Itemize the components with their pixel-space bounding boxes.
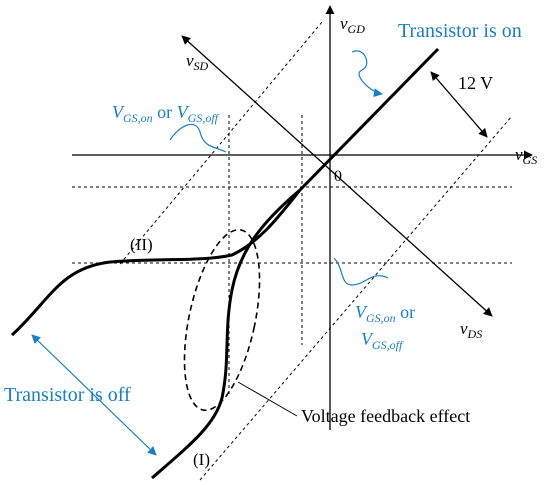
transistor-on-label: Transistor is on (398, 20, 522, 42)
off-indicator-arrow (31, 334, 157, 456)
on-indicator-arrow (351, 50, 383, 98)
threshold-label-lower-line2: VGS,off (361, 329, 404, 352)
feedback-ellipse (183, 228, 261, 412)
transistor-off-label: Transistor is off (4, 384, 131, 406)
vgd-axis-label: vGD (340, 14, 365, 36)
lower-threshold-pointer (333, 257, 389, 286)
feedback-label: Voltage feedback effect (301, 406, 470, 426)
curve-one-label: (I) (193, 450, 210, 469)
vsd-axis-label: vSD (186, 51, 209, 73)
vds-axis-label: vDS (460, 319, 482, 341)
offset-voltage-label: 12 V (458, 73, 493, 93)
axes (72, 5, 533, 430)
offset-dimension-arrow (430, 71, 488, 138)
feedback-leader (237, 381, 298, 417)
annotation-arrows (31, 50, 389, 456)
on-state-line (298, 47, 440, 192)
origin-label: 0 (334, 168, 342, 185)
upper-threshold-pointer (169, 123, 227, 153)
curve-two (10, 189, 302, 337)
diagonal-guide-lower (199, 115, 513, 481)
diagonal-guide-upper (119, 21, 323, 265)
vds-vsd-axis (181, 35, 493, 317)
curve-two-label: (II) (130, 235, 153, 254)
threshold-label-lower-line1: VGS,on or (355, 302, 415, 325)
threshold-label-upper: VGS,on or VGS,off (112, 102, 220, 125)
vgs-axis-label: vGS (515, 145, 537, 167)
curve-one (151, 188, 301, 480)
